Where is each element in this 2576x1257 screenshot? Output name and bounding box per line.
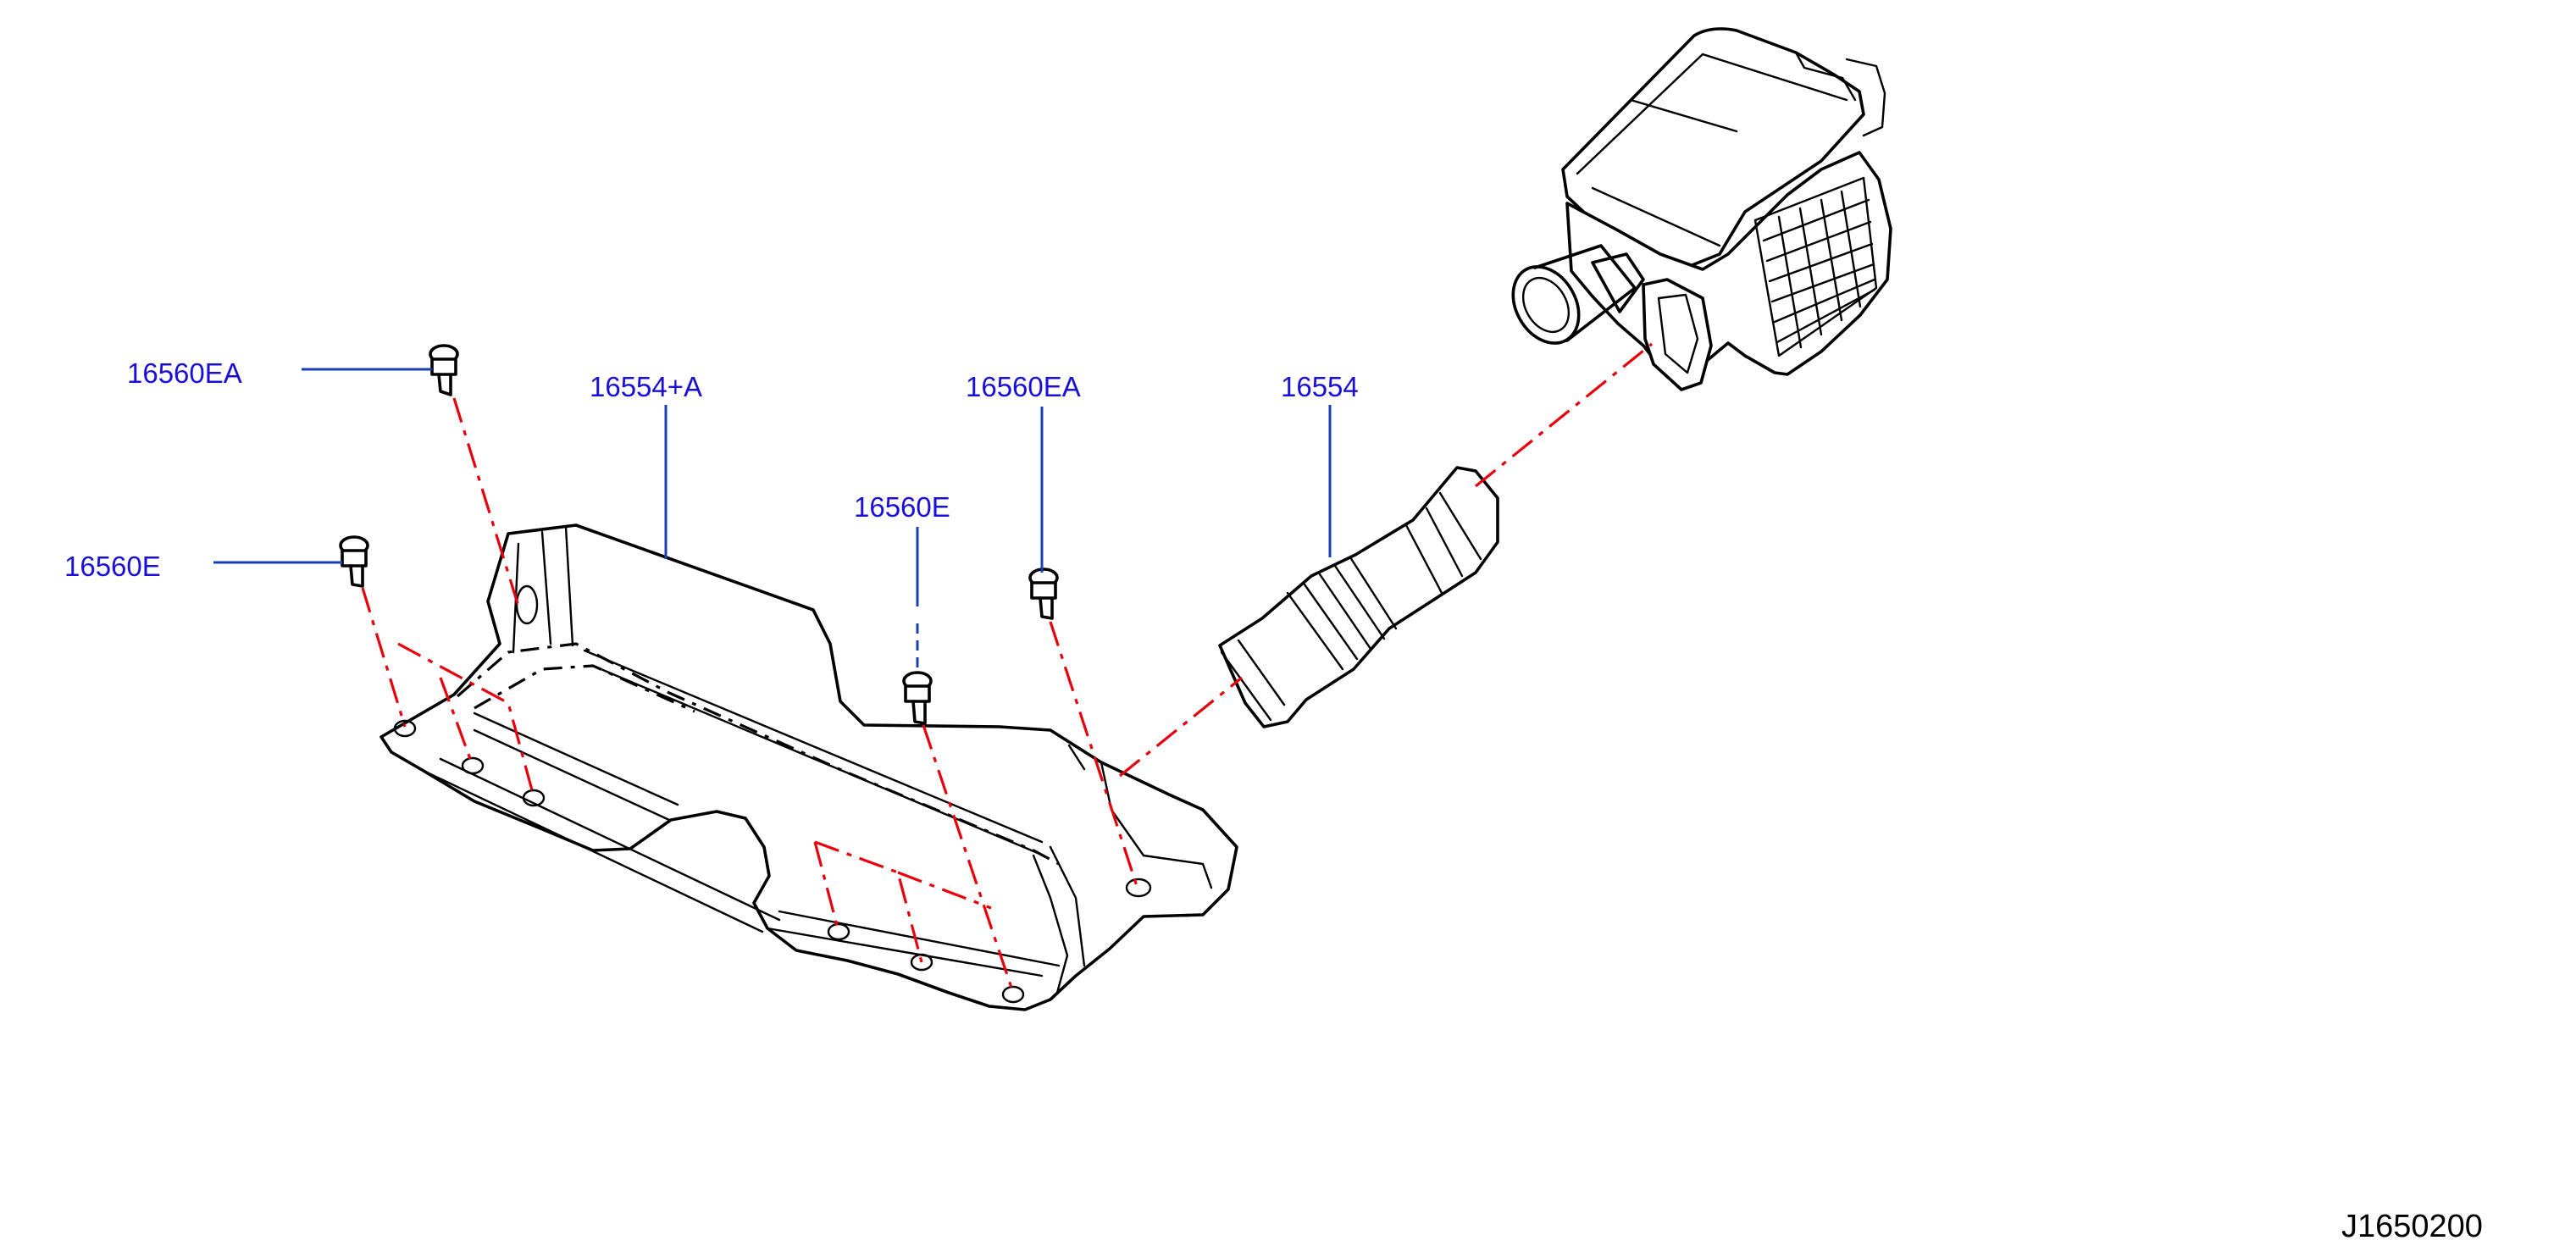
cover-bolt-hole-6 [1001, 985, 1025, 1004]
assembly-center-lines [361, 342, 1654, 994]
callout-16560e-mid: 16560E [854, 491, 950, 523]
bolt-16560ea-mid [1028, 568, 1059, 620]
air-cleaner-inlet [1511, 244, 1645, 345]
cover-bolt-hole-3 [522, 789, 546, 807]
cover-bolt-hole-7 [1125, 878, 1152, 898]
air-cleaner-grille [1753, 176, 1878, 357]
leader-lines [213, 368, 1332, 673]
figure-code: J1650200 [2341, 1209, 2483, 1244]
air-cleaner-outlet [1642, 278, 1713, 391]
callout-16560ea-mid: 16560EA [966, 371, 1081, 402]
cover-bolt-hole-5 [910, 953, 933, 972]
air-duct [1218, 466, 1499, 728]
bolt-16560ea-left [429, 344, 459, 396]
cover-bolt-hole-4 [827, 922, 850, 941]
callout-16560ea-left: 16560EA [127, 357, 242, 389]
callout-16554a: 16554+A [590, 371, 702, 402]
cover-bolt-hole-1 [393, 719, 417, 738]
cover-bolt-hole-2 [461, 756, 485, 775]
air-cleaner-assembly [1511, 27, 1892, 391]
cover-bolt-hole-8 [515, 584, 539, 625]
bolt-16560e-left [339, 535, 369, 588]
callout-16560e-left: 16560E [64, 551, 161, 582]
air-duct-cover [379, 523, 1238, 1011]
bolt-16560e-mid [902, 671, 933, 725]
callout-16554: 16554 [1281, 371, 1359, 402]
